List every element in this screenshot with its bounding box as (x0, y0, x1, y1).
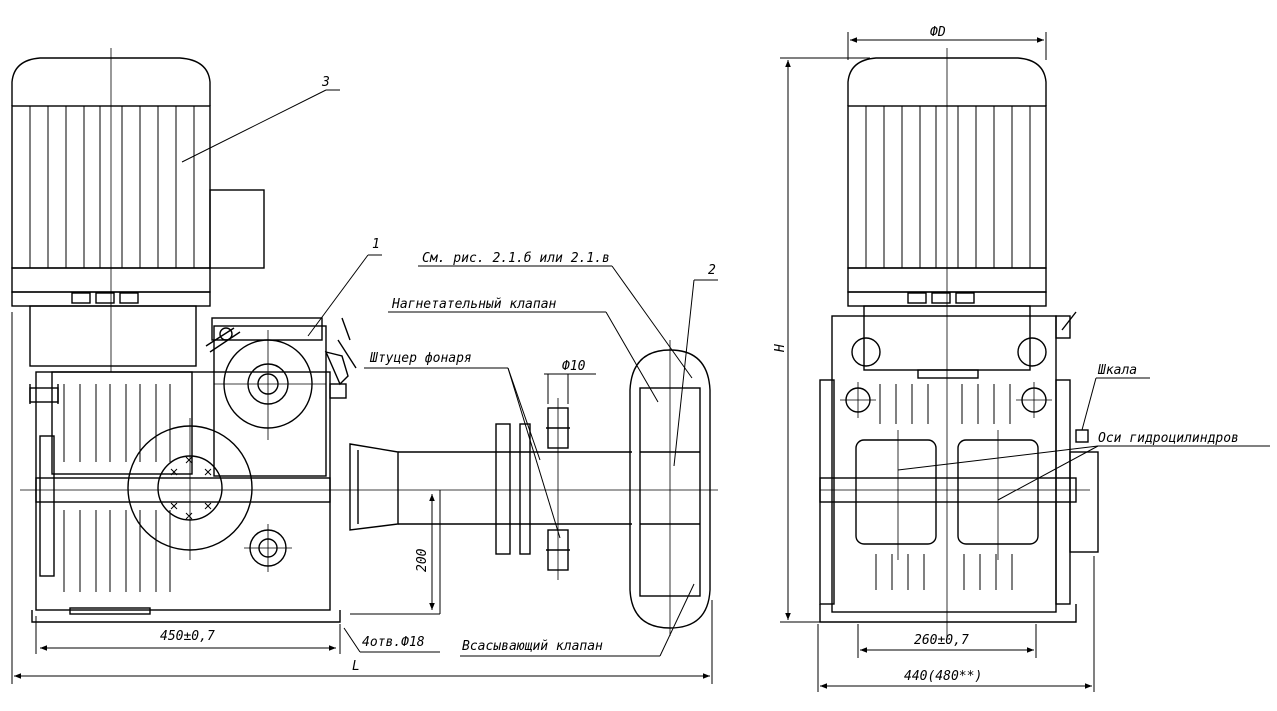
suction-valve-label: Всасывающий клапан (462, 639, 603, 654)
discharge-valve-label: Нагнетательный клапан (391, 297, 557, 312)
dim-260: 260±0,7 (914, 633, 969, 648)
dim-H: H (773, 344, 788, 353)
callout-2: 2 (708, 263, 716, 278)
motor-front (11, 57, 265, 367)
dim-440: 440(480**) (904, 669, 982, 684)
annotations: 3 1 2 См. рис. 2.1.б или 2.1.в Нагнетате… (160, 25, 1239, 684)
gearbox-side (819, 311, 1099, 623)
side-view (819, 48, 1099, 640)
lantern-fitting-label: Штуцер фонаря (369, 351, 472, 366)
callout-1: 1 (372, 237, 380, 252)
callout-3: 3 (321, 75, 330, 90)
dim-450: 450±0,7 (160, 629, 215, 644)
dim-phi10: Ф10 (562, 359, 586, 374)
see-figure-note: См. рис. 2.1.б или 2.1.в (422, 251, 610, 266)
valve-body-front (629, 340, 711, 636)
dim-phiD: ФD (930, 25, 946, 40)
dim-holes: 4отв.Ф18 (362, 635, 425, 650)
front-view (11, 48, 718, 636)
dim-L: L (352, 659, 360, 674)
cylinder-axes-label: Оси гидроцилиндров (1098, 431, 1239, 446)
dim-200: 200 (415, 548, 430, 572)
scale-label: Шкала (1097, 363, 1137, 378)
gearbox-front (29, 317, 357, 623)
pump-head-front (349, 398, 632, 580)
